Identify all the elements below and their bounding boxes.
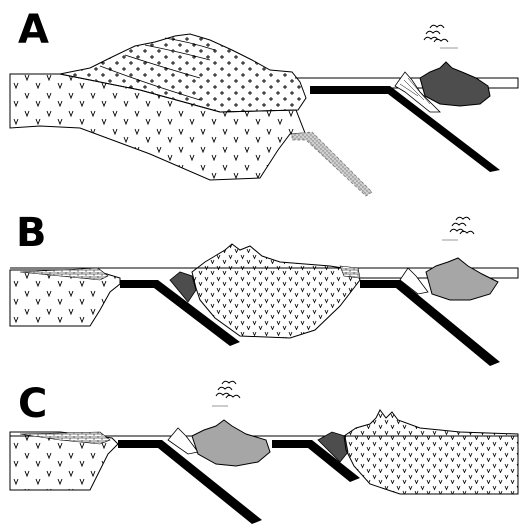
accreted-terrane-b <box>192 244 360 338</box>
accreted-terrane-c <box>344 410 518 494</box>
relict-slab-a <box>292 132 372 196</box>
eruption-cloud-a <box>424 25 448 42</box>
volcanic-arc-b <box>426 258 498 300</box>
eruption-cloud-c <box>216 381 240 398</box>
panel-c <box>10 381 518 524</box>
volcanic-arc-a <box>420 62 490 106</box>
volcanic-arc-c <box>192 420 270 466</box>
panel-a <box>10 25 518 196</box>
eruption-cloud-b <box>450 217 474 234</box>
panel-b <box>10 217 518 366</box>
